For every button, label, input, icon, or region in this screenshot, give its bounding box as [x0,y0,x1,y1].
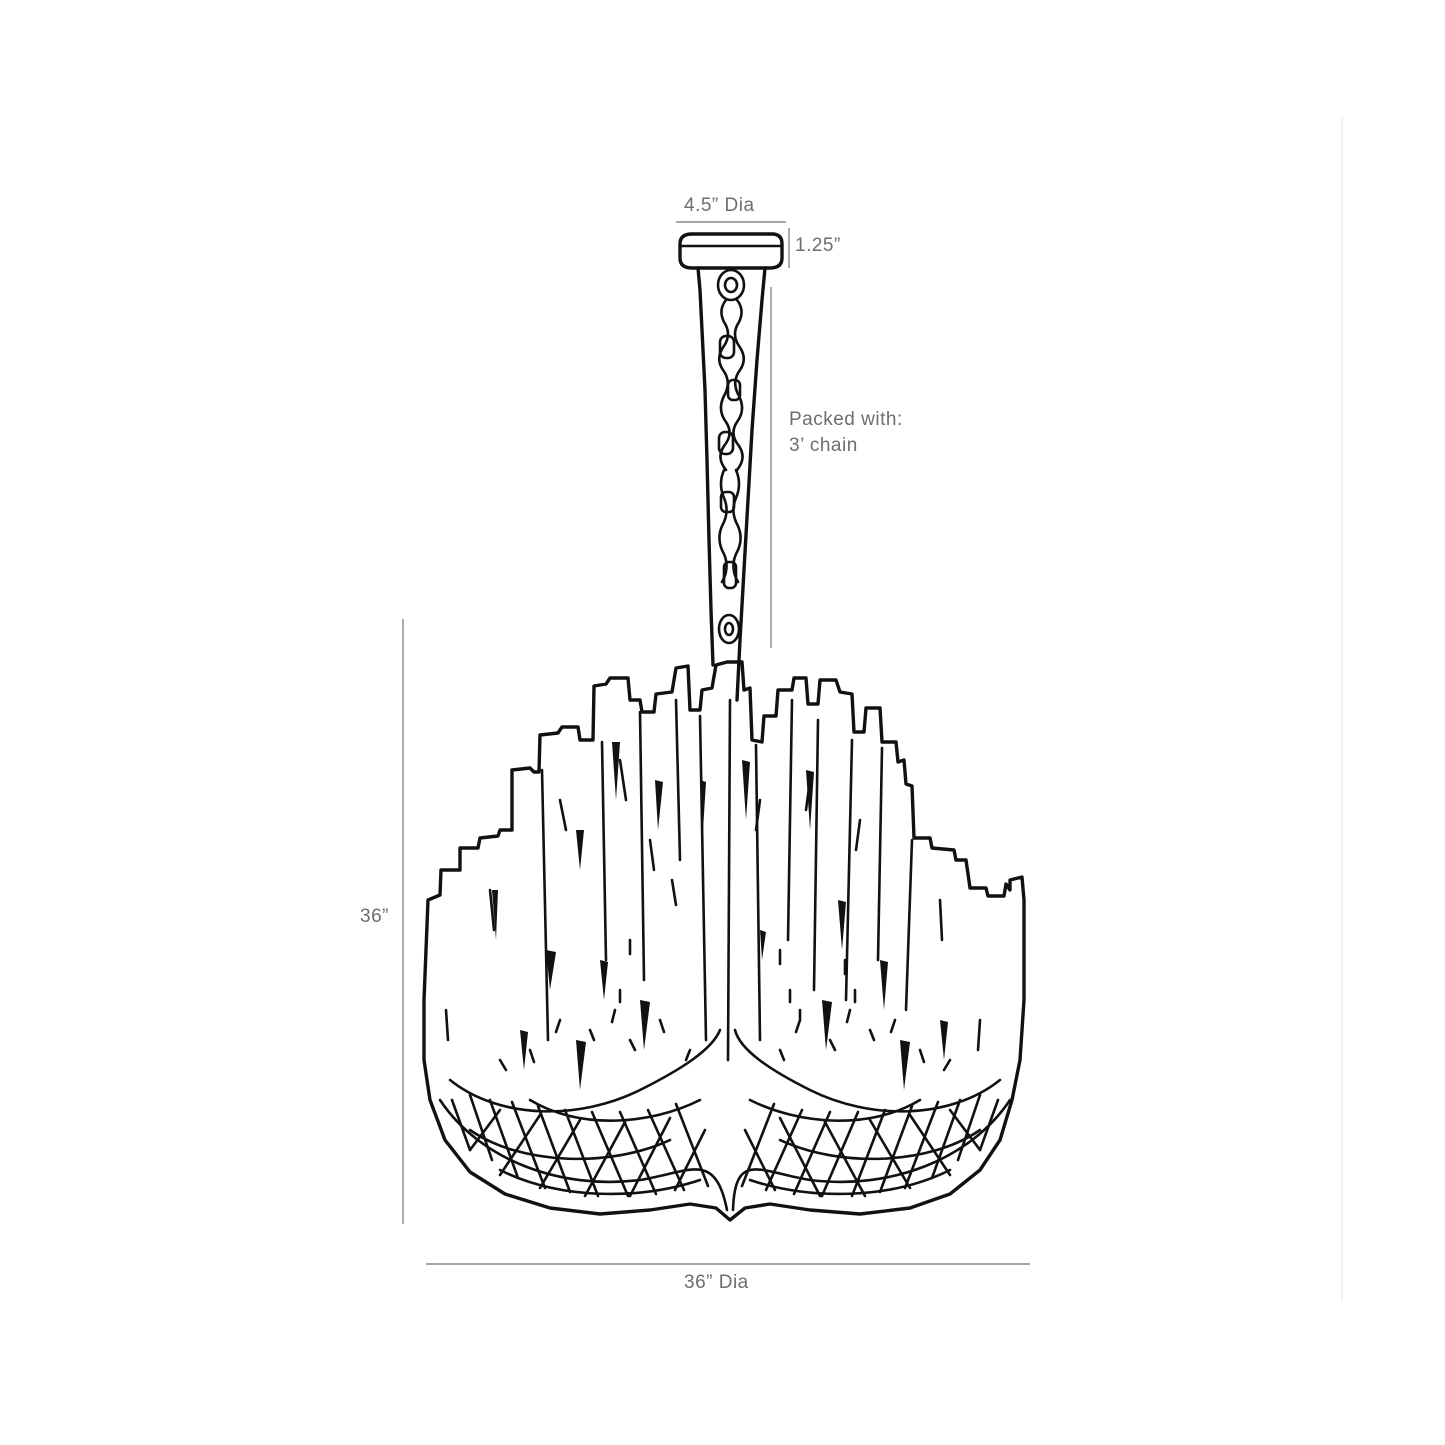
canopy-height-dimension: 1.25” [788,228,841,268]
chain-note-line2: 3’ chain [789,435,858,456]
chain [716,268,746,645]
body-diameter-dimension: 36” Dia [426,1263,1030,1293]
chain-note-line1: Packed with: [789,409,903,430]
canopy-diameter-label: 4.5” Dia [684,195,755,216]
body-height-dimension: 36” [360,619,404,1224]
cutout-shapes [492,742,948,1090]
canopy [678,232,784,270]
canopy-height-label: 1.25” [795,235,841,256]
body-diameter-label: 36” Dia [684,1272,749,1293]
down-rods [696,266,767,702]
canopy-diameter-dimension: 4.5” Dia [676,195,786,223]
chain-length-dimension: Packed with: 3’ chain [770,287,903,648]
chandelier-body [422,660,1026,1222]
body-height-label: 36” [360,906,389,927]
